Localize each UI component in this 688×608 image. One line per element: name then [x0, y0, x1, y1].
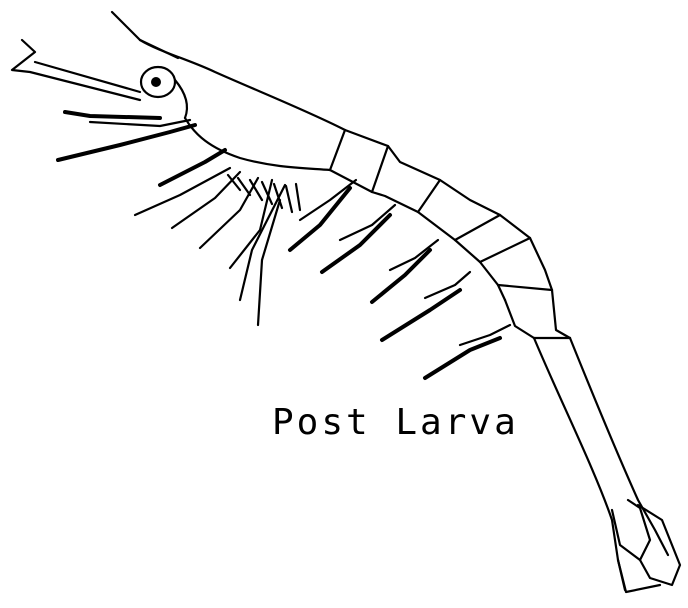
eye-pupil	[151, 77, 161, 87]
rostrum	[112, 12, 178, 58]
segment-6-bottom	[505, 300, 534, 338]
segment-1	[372, 146, 388, 192]
segment-5	[498, 285, 552, 290]
leg-1	[160, 150, 225, 185]
caption-label: Post Larva	[272, 402, 519, 443]
antenna-mid	[65, 112, 160, 118]
segment-6-top	[552, 290, 570, 338]
antennule	[58, 125, 195, 160]
pleopod-4	[382, 290, 460, 340]
eye-stalk	[175, 80, 187, 118]
pleopod-4b	[425, 272, 470, 298]
carapace-dorsal	[140, 40, 345, 130]
carapace-rear	[330, 130, 345, 170]
telson-right	[570, 338, 668, 555]
segment-2	[418, 180, 440, 212]
antenna-mid-2	[90, 120, 190, 126]
abdomen-ventral	[330, 170, 505, 300]
pleopod-3	[372, 250, 430, 302]
segment-3	[455, 215, 500, 240]
uropod-right	[638, 505, 680, 585]
uropod-tip	[618, 560, 660, 592]
antenna-upper	[12, 40, 140, 100]
pleopod-2	[322, 215, 390, 272]
abdomen-dorsal	[345, 130, 552, 290]
segment-4	[480, 238, 530, 262]
telson-left	[534, 338, 625, 590]
setae	[228, 175, 300, 212]
leg-4	[200, 178, 258, 248]
